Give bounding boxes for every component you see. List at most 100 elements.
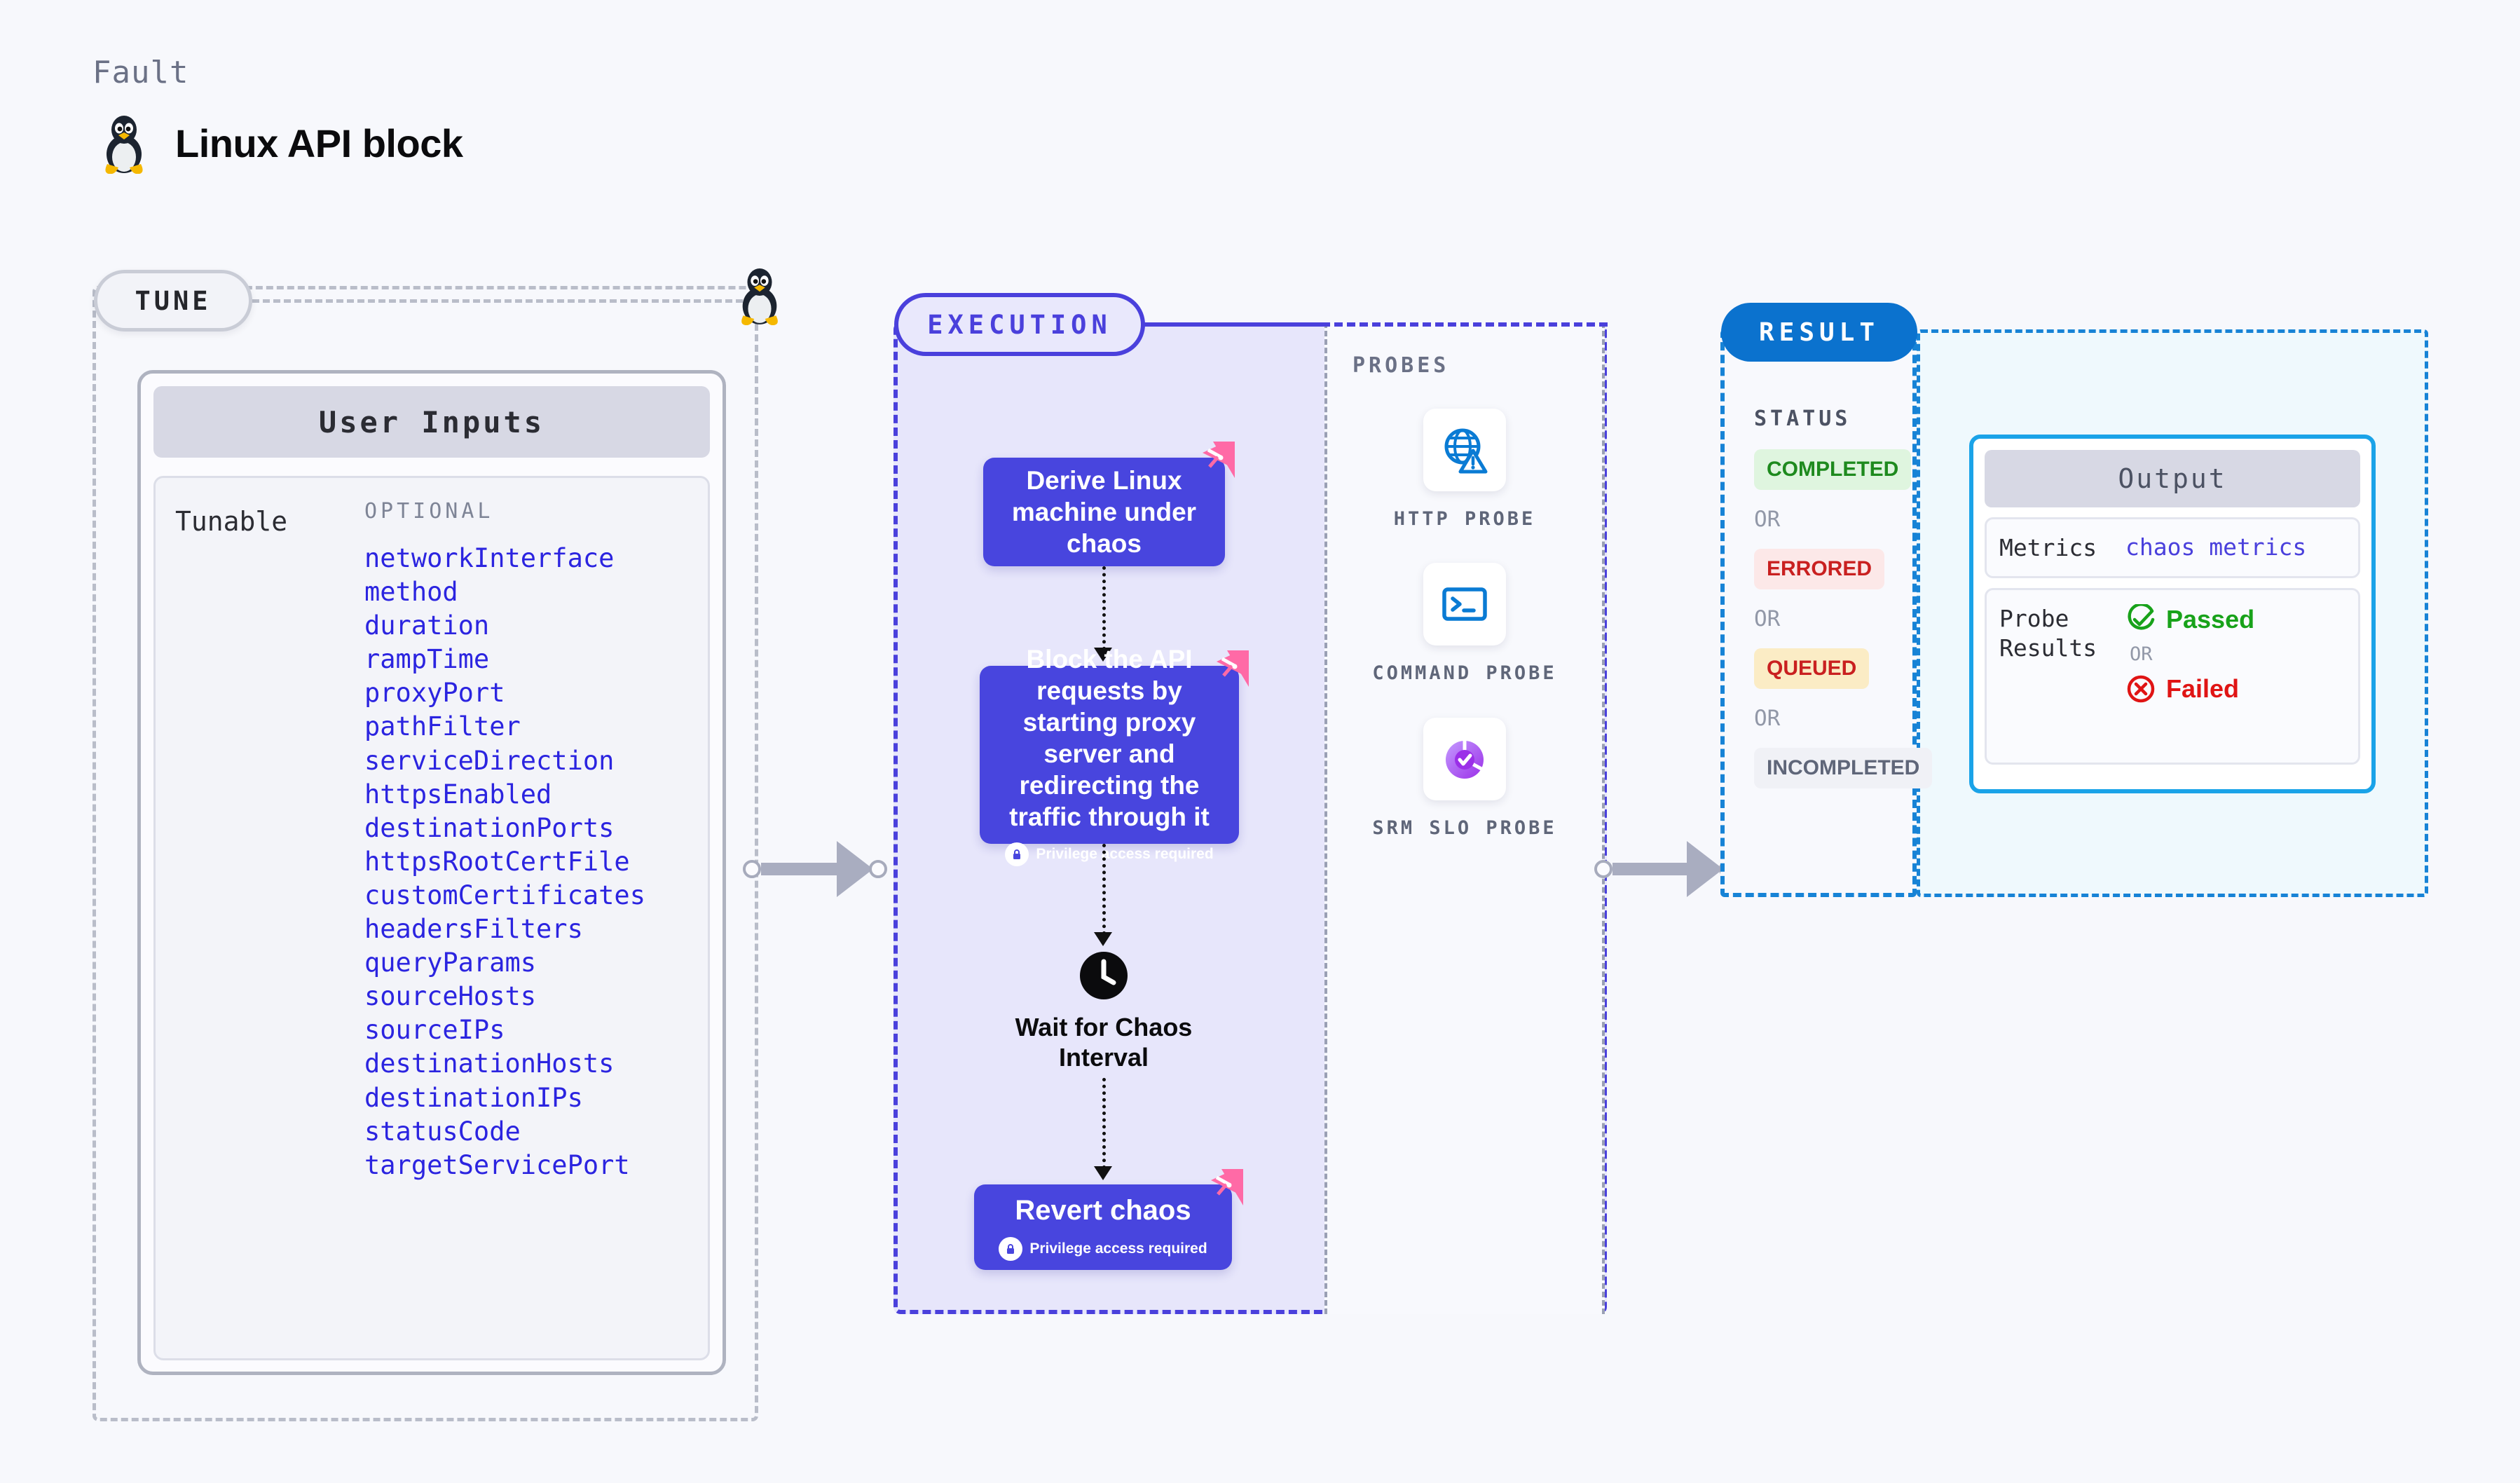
metrics-value[interactable]: chaos metrics [2125, 533, 2307, 561]
tune-stage-pill[interactable]: TUNE [94, 270, 252, 332]
tunable-param[interactable]: customCertificates [364, 880, 645, 910]
connector-arrow-1 [1094, 648, 1112, 662]
linux-penguin-marker-icon [741, 268, 778, 325]
tunable-param[interactable]: statusCode [364, 1116, 521, 1147]
execution-to-result-arrow [1594, 841, 1737, 897]
tunable-param[interactable]: targetServicePort [364, 1149, 630, 1180]
metrics-key: Metrics [1999, 534, 2097, 561]
probe-label: HTTP PROBE [1393, 508, 1536, 530]
probe-label: COMMAND PROBE [1372, 662, 1557, 685]
probe-result-passed: Passed [2125, 604, 2254, 635]
connector-step1-step2 [1102, 566, 1106, 650]
probe-srm-slo[interactable]: SRM SLO PROBE [1327, 717, 1602, 841]
tunable-param[interactable]: proxyPort [364, 678, 505, 709]
tunable-param[interactable]: pathFilter [364, 711, 521, 742]
privilege-required-note: Privilege access required [999, 1237, 1207, 1262]
tunable-param[interactable]: destinationIPs [364, 1082, 583, 1113]
status-or-label: OR [1754, 606, 1781, 631]
optional-section-label: OPTIONAL [364, 499, 494, 524]
page-title: Linux API block [98, 112, 463, 174]
tunable-param[interactable]: httpsEnabled [364, 779, 552, 809]
failed-label: Failed [2166, 674, 2240, 704]
status-badge: COMPLETED [1754, 449, 1912, 490]
status-or-label: OR [1754, 706, 1781, 731]
lock-icon [1005, 842, 1029, 867]
probe-result-or: OR [2130, 643, 2153, 666]
probes-title: PROBES [1353, 353, 1450, 378]
page-title-text: Linux API block [175, 121, 463, 165]
probe-http[interactable]: HTTP PROBE [1327, 409, 1602, 532]
globe-warning-icon [1423, 409, 1506, 491]
tunable-param[interactable]: method [364, 577, 458, 608]
tunable-param[interactable]: queryParams [364, 948, 537, 978]
terminal-icon [1423, 563, 1506, 646]
execution-pill-dash-line [1145, 322, 1608, 327]
probes-panel: PROBES HTTP PROBE [1324, 322, 1605, 1314]
arrow-start-dot [1594, 860, 1612, 878]
probe-results-key: Probe Results [1999, 605, 2097, 662]
arrow-shaft [761, 863, 837, 875]
connector-arrow-2 [1094, 932, 1112, 946]
clock-icon [1080, 952, 1128, 999]
user-inputs-title: User Inputs [318, 404, 545, 439]
user-inputs-card: User Inputs Tunable OPTIONAL networkInte… [137, 370, 726, 1375]
tunable-param[interactable]: headersFilters [364, 914, 583, 945]
tunable-param[interactable]: destinationPorts [364, 812, 615, 843]
output-card: Output Metrics chaos metrics Probe Resul… [1969, 435, 2376, 793]
arrow-head [837, 841, 873, 897]
execution-step-revert-chaos[interactable]: Revert chaos Privilege access required [974, 1184, 1232, 1270]
litmus-chaos-badge-icon [1217, 650, 1249, 687]
probe-label: SRM SLO PROBE [1372, 816, 1557, 839]
tunable-param[interactable]: httpsRootCertFile [364, 846, 630, 877]
linux-penguin-icon [105, 116, 143, 174]
execution-step-label: Revert chaos [1015, 1194, 1191, 1226]
probe-results-values: Passed OR Failed [2125, 604, 2254, 749]
fault-kicker: Fault [93, 55, 189, 90]
arrow-head [1687, 841, 1723, 897]
probe-result-failed: Failed [2125, 674, 2254, 704]
tunable-param[interactable]: sourceHosts [364, 981, 537, 1012]
tunable-param[interactable]: sourceIPs [364, 1015, 505, 1046]
tune-pill-label: TUNE [135, 285, 212, 316]
output-metrics-row: Metrics chaos metrics [1985, 517, 2360, 579]
arrow-end-dot [869, 860, 887, 878]
output-probe-results-row: Probe Results Passed OR Failed [1985, 588, 2360, 765]
tunable-param[interactable]: destinationHosts [364, 1048, 615, 1079]
output-card-header: Output [1985, 450, 2360, 507]
x-circle-icon [2127, 676, 2155, 703]
status-title: STATUS [1754, 406, 1851, 431]
output-title: Output [2118, 463, 2227, 494]
execution-step-label: Wait for Chaos Interval [1015, 1013, 1193, 1072]
tune-to-execution-arrow [743, 841, 887, 897]
execution-step-wait-interval[interactable]: Wait for Chaos Interval [1009, 950, 1198, 1072]
tunable-group-label: Tunable [175, 506, 288, 537]
tune-stage-boundary [93, 286, 758, 1421]
tunable-param[interactable]: serviceDirection [364, 745, 615, 776]
execution-step-label: Block the API requests by starting proxy… [1009, 644, 1210, 832]
privilege-note-text: Privilege access required [1036, 846, 1214, 863]
tunable-param[interactable]: rampTime [364, 644, 490, 675]
execution-stage-pill[interactable]: EXECUTION [894, 293, 1145, 356]
arrow-start-dot [743, 860, 761, 878]
execution-step-derive-machine[interactable]: Derive Linux machine under chaos [983, 458, 1225, 566]
check-circle-icon [2128, 604, 2155, 630]
execution-step-block-api[interactable]: Block the API requests by starting proxy… [980, 645, 1239, 867]
tune-pill-dash-line [252, 299, 743, 303]
status-badge: ERRORED [1754, 549, 1885, 589]
probe-command[interactable]: COMMAND PROBE [1327, 563, 1602, 686]
connector-arrow-3 [1094, 1166, 1112, 1180]
arrow-shaft [1612, 863, 1687, 875]
result-stage-boundary [1720, 329, 1917, 897]
tunable-param[interactable]: networkInterface [364, 543, 615, 573]
result-stage-pill[interactable]: RESULT [1721, 303, 1917, 362]
tunable-param[interactable]: duration [364, 610, 490, 641]
passed-label: Passed [2166, 605, 2255, 634]
connector-step3-step4 [1102, 1078, 1106, 1169]
slo-donut-check-icon [1423, 717, 1506, 800]
status-badge: QUEUED [1754, 648, 1870, 689]
status-badge: INCOMPLETED [1754, 748, 1933, 788]
